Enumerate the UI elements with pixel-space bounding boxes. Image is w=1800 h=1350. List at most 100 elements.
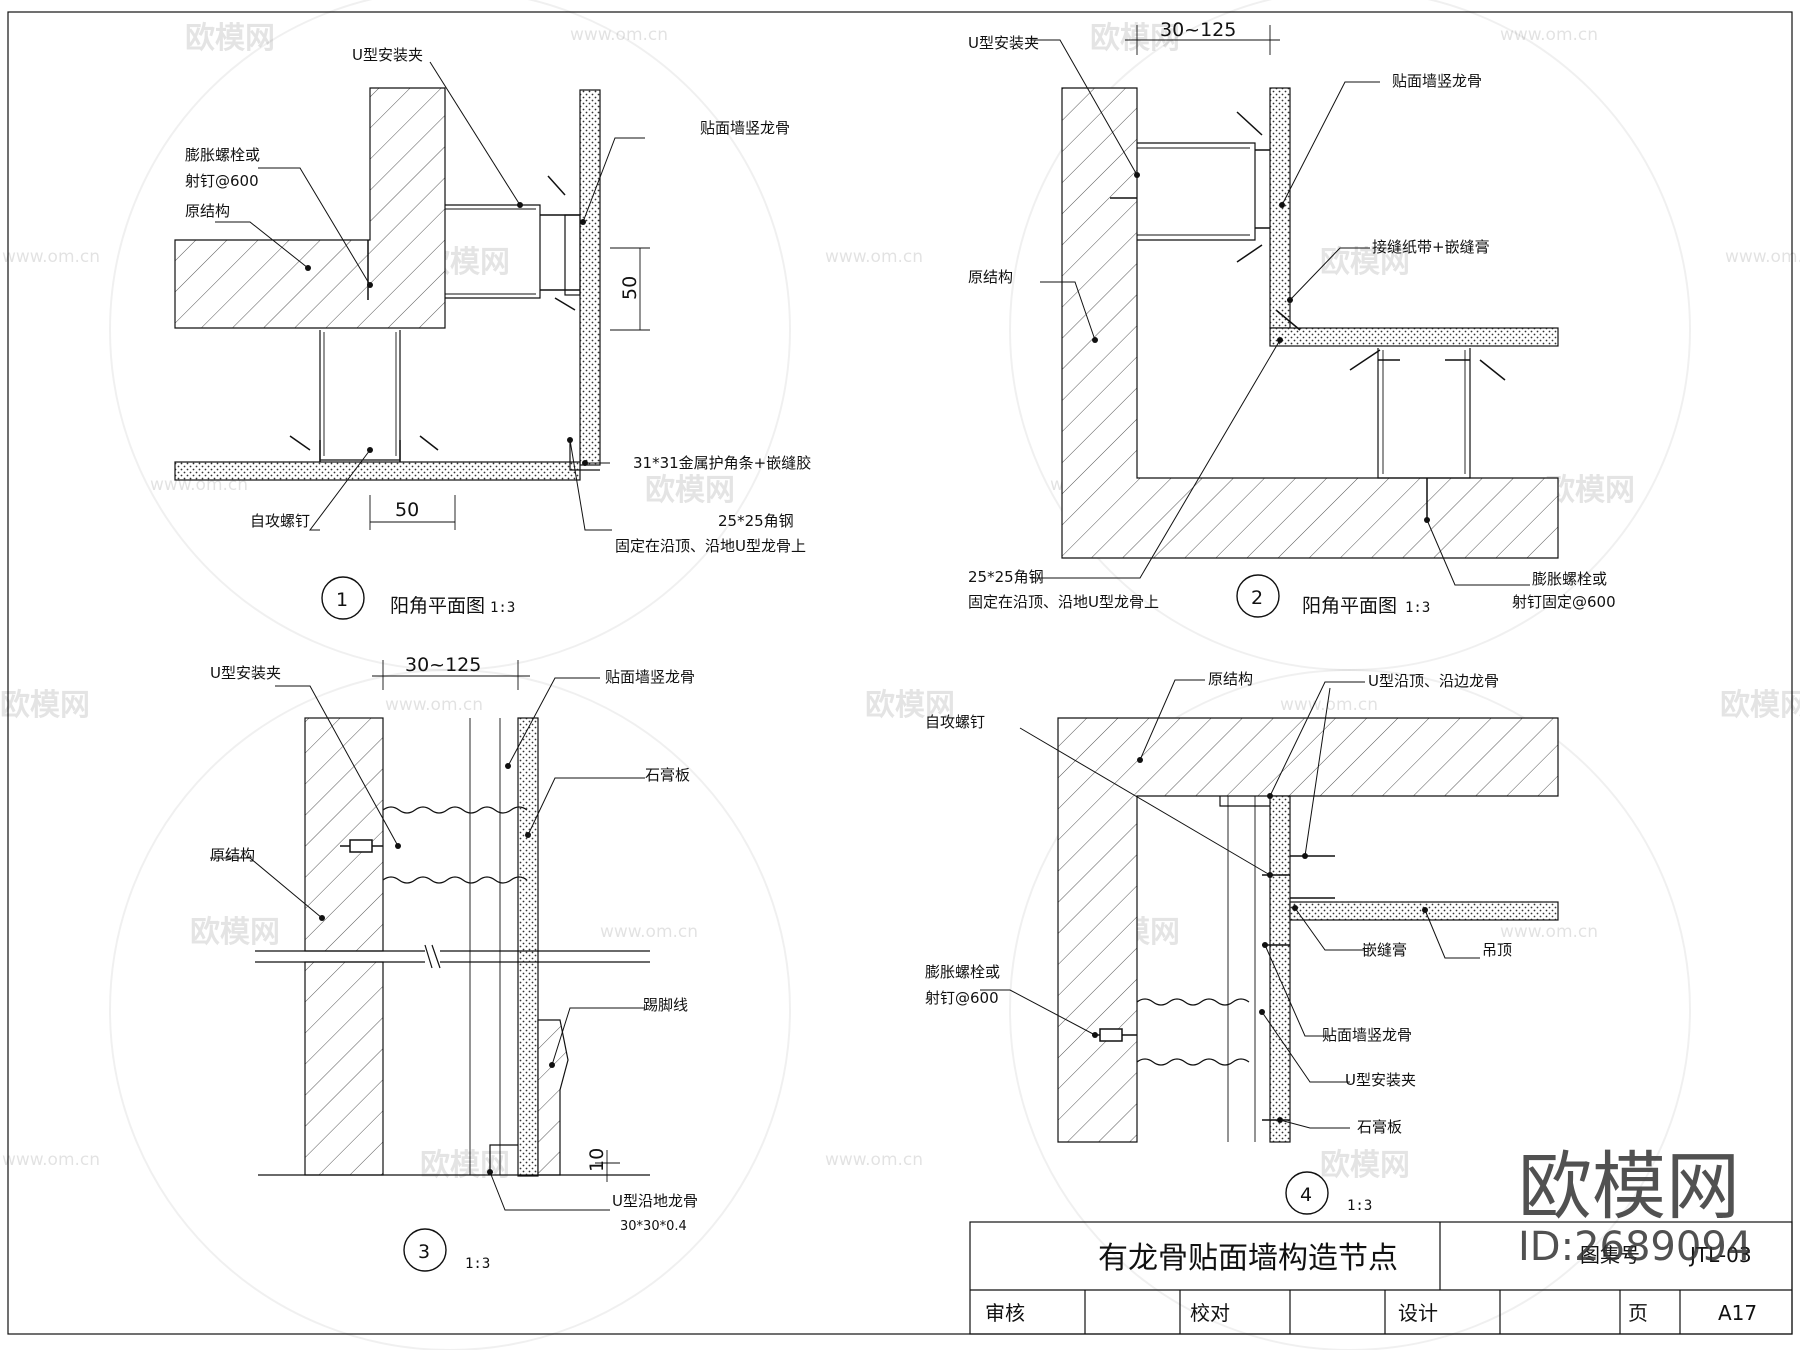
label-screw: 自攻螺钉: [250, 512, 310, 530]
detail-scale: 1:3: [490, 600, 515, 616]
label-corner-bead: 31*31金属护角条+嵌缝胶: [633, 454, 811, 472]
label-structure: 原结构: [210, 846, 255, 864]
watermark-brand: 欧模网: [645, 473, 735, 508]
label-skirting: 踢脚线: [643, 996, 688, 1014]
watermark-url: www.om.cn: [2, 247, 100, 267]
detail-number-circle: [321, 576, 365, 620]
detail-number-circle: [1285, 1171, 1329, 1215]
detail-title: 阳角平面图: [390, 595, 485, 617]
watermark-brand: 欧模网: [420, 1148, 510, 1183]
page-value: A17: [1718, 1301, 1757, 1325]
detail-scale: 1:3: [1405, 600, 1430, 616]
watermark-url: www.om.cn: [1500, 25, 1598, 45]
label-bolt-spacing: 射钉固定@600: [1512, 593, 1616, 611]
dimension-top: 30~125: [372, 654, 530, 690]
leaders: [210, 677, 645, 1211]
label-angle-steel-fix: 固定在沿顶、沿地U型龙骨上: [968, 593, 1159, 611]
stud-vertical: [564, 214, 581, 296]
label-bolt-spacing: 射钉@600: [925, 989, 999, 1007]
skirting: [537, 1019, 569, 1176]
watermark-url: www.om.cn: [825, 247, 923, 267]
watermark-brand: 欧模网: [1320, 1148, 1410, 1183]
dimension-horizontal: 50: [369, 495, 456, 530]
dimension-top: 30~125: [1125, 19, 1280, 55]
label-angle-steel: 25*25角钢: [718, 512, 794, 530]
watermark-url: www.om.cn: [1280, 695, 1378, 715]
watermark-url: www.om.cn: [1500, 922, 1598, 942]
u-clip: [445, 204, 541, 299]
anchor-bolt: [340, 839, 383, 853]
detail-number-circle: [403, 1228, 447, 1272]
label-u-clip: U型安装夹: [352, 46, 423, 64]
u-clip: [1137, 142, 1256, 241]
label-tape: 接缝纸带+嵌缝膏: [1372, 238, 1490, 256]
brand-logo: 欧模网 ID:2689094: [1518, 1144, 1752, 1270]
screws: [289, 175, 580, 462]
sheet-border: [7, 11, 1793, 1335]
design-label: 设计: [1398, 1301, 1438, 1325]
watermark-brand: 欧模网: [1320, 245, 1410, 280]
atlas-label: 图集号: [1580, 1243, 1640, 1267]
top-track: [1219, 796, 1270, 807]
svg-text:10: 10: [586, 1148, 608, 1172]
label-track-size: 30*30*0.4: [620, 1219, 687, 1234]
u-clip: [1136, 998, 1250, 1066]
svg-text:50: 50: [395, 499, 419, 521]
watermark-url: www.om.cn: [385, 695, 483, 715]
gypsum-board-vertical: [1269, 87, 1291, 329]
stud-lower: [319, 330, 401, 461]
detail-number: 2: [1251, 587, 1263, 609]
review-label: 审核: [985, 1301, 1025, 1325]
label-bolt-spacing: 射钉@600: [185, 172, 259, 190]
bottom-track: [489, 1144, 518, 1175]
label-filler: 嵌缝膏: [1362, 941, 1407, 959]
watermark-brand: 欧模网: [1090, 21, 1180, 56]
gypsum-board-horizontal: [174, 461, 581, 481]
label-structure: 原结构: [1208, 670, 1253, 688]
label-track: U型沿地龙骨: [612, 1192, 698, 1210]
watermark-brand: 欧模网: [1720, 688, 1800, 723]
logo-id: ID:2689094: [1518, 1224, 1752, 1270]
label-angle-steel: 25*25角钢: [968, 568, 1044, 586]
watermark-url: www.om.cn: [570, 25, 668, 45]
label-u-clip: U型安装夹: [968, 34, 1039, 52]
label-ceiling: 吊顶: [1482, 941, 1512, 959]
concrete-structure-lower: [304, 961, 384, 1176]
watermark-brand: 欧模网: [0, 688, 90, 723]
screws: [1110, 111, 1506, 520]
detail-number: 4: [1300, 1184, 1312, 1206]
concrete-structure: [304, 717, 384, 952]
label-track: U型沿顶、沿边龙骨: [1368, 672, 1499, 690]
leaders: [215, 61, 645, 531]
label-bolt: 膨胀螺栓或: [1532, 570, 1607, 588]
watermark-url: www.om.cn: [600, 922, 698, 942]
svg-text:30~125: 30~125: [405, 654, 481, 676]
check-label: 校对: [1190, 1301, 1230, 1325]
label-gypsum: 石膏板: [645, 766, 690, 784]
detail-2: 30~125 U型安装夹 贴面墙竖龙骨 接缝纸带+嵌缝膏 原结构 25*25角钢…: [968, 19, 1616, 618]
watermark-brand: 欧模网: [185, 21, 275, 56]
leaders: [980, 679, 1480, 1129]
svg-text:50: 50: [619, 276, 641, 300]
watermark-brand: 欧模网: [865, 688, 955, 723]
watermark-url: www.om.cn: [825, 1150, 923, 1170]
background-arcs: [109, 0, 1691, 1350]
detail-scale: 1:3: [1347, 1198, 1372, 1214]
label-screw: 自攻螺钉: [925, 713, 985, 731]
watermark-brand: 欧模网: [190, 915, 280, 950]
detail-4: 原结构 U型沿顶、沿边龙骨 自攻螺钉 嵌缝膏 吊顶 膨胀螺栓或 射钉@600 贴…: [925, 670, 1559, 1215]
title-block: 有龙骨贴面墙构造节点 图集号 JTL-03 审核 校对 设计 页 A17: [969, 1221, 1793, 1335]
detail-number-circle: [1236, 574, 1280, 618]
watermark-url: www.om.cn: [1725, 247, 1800, 267]
anchor-bolt: [1092, 1028, 1137, 1042]
dimension-vertical: 50: [610, 247, 650, 331]
label-gypsum: 石膏板: [1357, 1118, 1402, 1136]
label-u-clip: U型安装夹: [210, 664, 281, 682]
label-structure: 原结构: [968, 268, 1013, 286]
detail-1: 50 50 U型安装夹 贴面墙竖龙骨 膨胀螺栓: [174, 46, 811, 620]
label-structure: 原结构: [185, 202, 230, 220]
concrete-structure: [1057, 717, 1559, 1143]
label-stud: 贴面墙竖龙骨: [605, 668, 695, 686]
gypsum-board-vertical: [1269, 795, 1291, 1143]
